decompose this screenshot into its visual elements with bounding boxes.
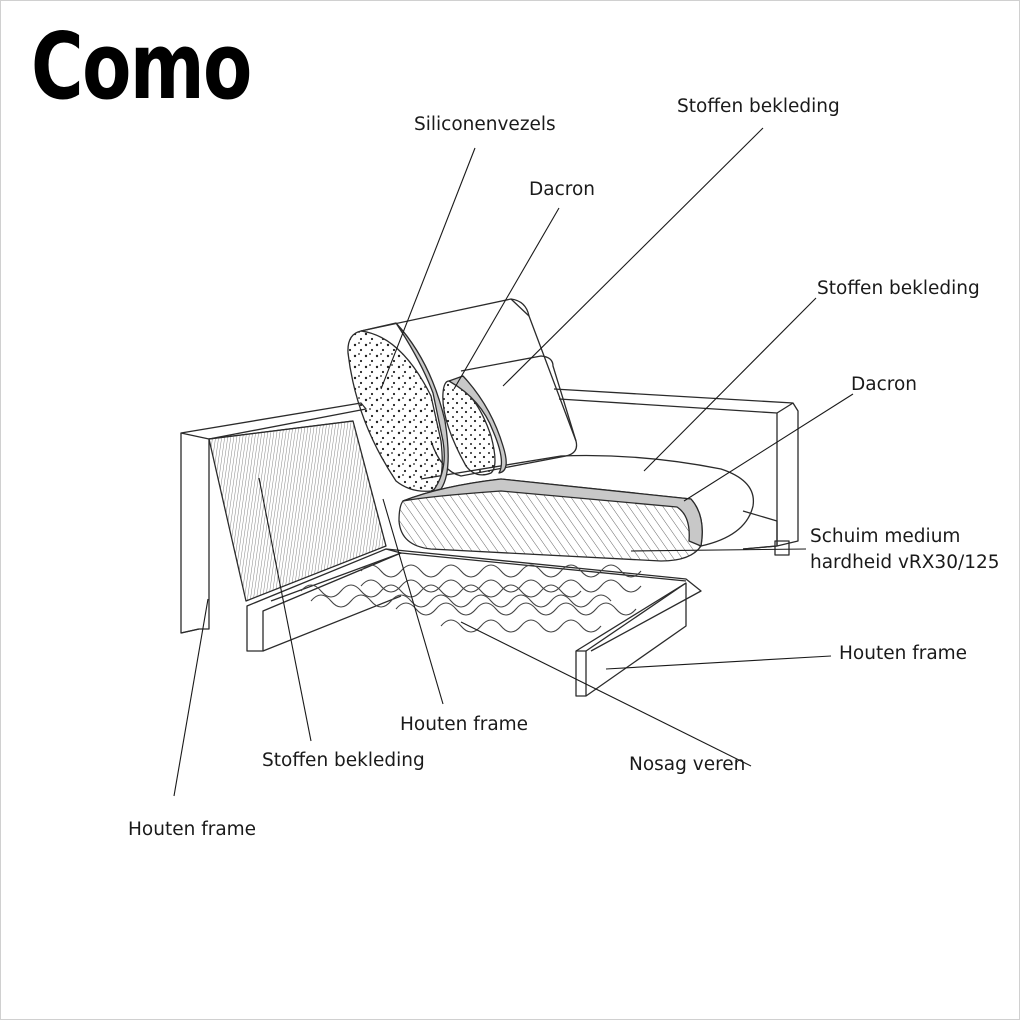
label-schuim-line2: hardheid vRX30/125 <box>810 552 1000 573</box>
label-nosag-veren: Nosag veren <box>629 754 746 775</box>
label-houten-frame-armrest: Houten frame <box>128 819 257 840</box>
label-stoffen-bekleding-seat: Stoffen bekleding <box>817 278 980 299</box>
label-houten-frame-inner: Houten frame <box>400 714 529 735</box>
spring-base <box>270 548 702 697</box>
label-siliconenvezels: Siliconenvezels <box>414 114 556 135</box>
large-back-cushion <box>347 298 578 492</box>
label-houten-frame-front: Houten frame <box>839 643 968 664</box>
leader-lines <box>173 127 854 797</box>
label-stoffen-bekleding-back-cushion: Stoffen bekleding <box>677 96 840 117</box>
label-dacron-seat: Dacron <box>851 374 917 395</box>
back-frame-panel <box>180 402 387 634</box>
page-title: Como <box>31 13 252 120</box>
label-dacron-back-cushion: Dacron <box>529 179 595 200</box>
nosag-springs <box>300 564 642 633</box>
small-back-cushion <box>442 355 577 476</box>
label-stoffen-bekleding-side: Stoffen bekleding <box>262 750 425 771</box>
label-schuim-line1: Schuim medium <box>810 526 961 547</box>
seat-cushion <box>398 454 778 562</box>
